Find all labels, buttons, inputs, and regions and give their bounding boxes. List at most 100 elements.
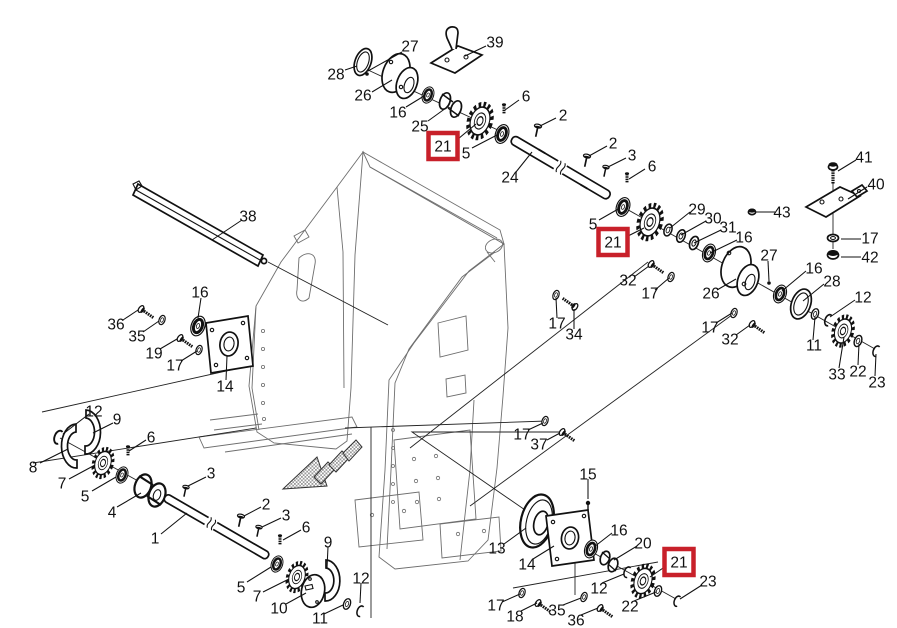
callout-6[interactable]: 6 [504, 89, 530, 111]
callout-9[interactable]: 9 [92, 412, 121, 434]
callout-29[interactable]: 29 [669, 202, 706, 229]
bolt-36 [135, 303, 157, 323]
callout-21-highlighted[interactable]: 21 [426, 123, 477, 162]
spacer-20 [599, 550, 619, 573]
callout-18[interactable]: 18 [506, 602, 538, 626]
callout-17[interactable]: 17 [548, 297, 566, 333]
callout-13[interactable]: 13 [488, 527, 527, 558]
callout-33[interactable]: 33 [828, 336, 846, 384]
callout-40[interactable]: 40 [847, 177, 885, 200]
callout-12[interactable]: 12 [829, 290, 872, 318]
callout-9[interactable]: 9 [324, 535, 333, 569]
callout-3[interactable]: 3 [261, 508, 291, 528]
callout-27[interactable]: 27 [760, 248, 778, 282]
callout-28[interactable]: 28 [802, 274, 841, 302]
callout-31[interactable]: 31 [693, 220, 737, 244]
callout-2[interactable]: 2 [539, 108, 567, 127]
callout-14[interactable]: 14 [216, 355, 234, 396]
callout-19[interactable]: 19 [145, 338, 178, 363]
callout-26[interactable]: 26 [702, 278, 737, 303]
callout-11[interactable]: 11 [806, 316, 822, 355]
callout-11[interactable]: 11 [312, 604, 344, 628]
callout-1[interactable]: 1 [151, 512, 188, 548]
callout-10[interactable]: 10 [270, 592, 307, 618]
callout-5[interactable]: 5 [589, 207, 621, 234]
callout-12[interactable]: 12 [62, 404, 103, 435]
shaft-24 [510, 135, 612, 200]
callout-42[interactable]: 42 [841, 250, 879, 267]
callout-5[interactable]: 5 [237, 566, 272, 597]
callout-leader-line [527, 422, 544, 431]
callout-leader-line [405, 95, 425, 108]
callout-12[interactable]: 12 [590, 573, 625, 598]
callout-7[interactable]: 7 [58, 464, 96, 493]
callout-14[interactable]: 14 [518, 545, 555, 574]
callout-35[interactable]: 35 [128, 320, 160, 346]
callout-32[interactable]: 32 [721, 324, 751, 349]
callout-8[interactable]: 8 [29, 448, 69, 477]
callout-17[interactable]: 17 [841, 231, 879, 248]
callout-label: 6 [302, 520, 311, 537]
callout-43[interactable]: 43 [756, 205, 791, 222]
callout-6[interactable]: 6 [128, 430, 155, 452]
callout-21-highlighted[interactable]: 21 [596, 226, 645, 258]
callout-28[interactable]: 28 [327, 65, 358, 84]
callout-36[interactable]: 36 [567, 607, 599, 628]
callout-4[interactable]: 4 [108, 492, 142, 522]
callout-30[interactable]: 30 [680, 211, 722, 236]
callout-35[interactable]: 35 [548, 597, 582, 620]
machine-frame-outline [198, 150, 509, 570]
callout-17[interactable]: 17 [487, 593, 521, 615]
callout-39[interactable]: 39 [464, 35, 504, 57]
callout-23[interactable]: 23 [868, 353, 886, 392]
callout-17[interactable]: 17 [641, 277, 670, 303]
callout-32[interactable]: 32 [619, 265, 650, 290]
callout-label: 41 [855, 150, 872, 167]
callout-2[interactable]: 2 [588, 136, 617, 157]
callout-38[interactable]: 38 [211, 209, 257, 241]
callout-6[interactable]: 6 [628, 159, 656, 180]
callout-36[interactable]: 36 [107, 309, 139, 334]
callout-leader-line [802, 283, 825, 302]
callout-5[interactable]: 5 [462, 134, 498, 163]
callout-17[interactable]: 17 [166, 350, 198, 375]
callout-leader-line [613, 545, 638, 561]
callout-label: 3 [282, 508, 291, 525]
callout-label: 35 [128, 329, 145, 346]
callout-41[interactable]: 41 [837, 150, 873, 172]
callout-label: 3 [207, 466, 216, 483]
callout-16[interactable]: 16 [709, 230, 753, 254]
callout-leader-line [246, 566, 272, 583]
callout-23[interactable]: 23 [679, 574, 717, 600]
callout-label: 42 [861, 250, 878, 267]
callout-12[interactable]: 12 [352, 571, 370, 604]
callout-label: 36 [567, 613, 584, 628]
callout-6[interactable]: 6 [282, 520, 311, 541]
callout-25[interactable]: 25 [411, 107, 447, 136]
callout-24[interactable]: 24 [501, 151, 533, 187]
callout-22[interactable]: 22 [849, 343, 867, 381]
callout-17[interactable]: 17 [513, 422, 544, 444]
callout-17[interactable]: 17 [701, 312, 733, 337]
callout-label: 19 [145, 346, 162, 363]
callout-16[interactable]: 16 [191, 285, 209, 319]
callout-27[interactable]: 27 [367, 39, 419, 72]
callout-7[interactable]: 7 [253, 578, 290, 606]
callout-26[interactable]: 26 [354, 79, 393, 105]
callout-16[interactable]: 16 [781, 261, 823, 292]
callout-21-highlighted[interactable]: 21 [649, 546, 696, 578]
callout-3[interactable]: 3 [187, 466, 216, 487]
callout-34[interactable]: 34 [565, 309, 583, 344]
callout-15[interactable]: 15 [579, 467, 597, 500]
callout-37[interactable]: 37 [530, 432, 561, 454]
callout-2[interactable]: 2 [243, 497, 270, 517]
callout-label: 22 [621, 599, 638, 616]
callout-5[interactable]: 5 [81, 476, 117, 506]
callout-22[interactable]: 22 [621, 591, 657, 616]
callout-leader-line [580, 607, 599, 616]
callout-3[interactable]: 3 [607, 148, 637, 168]
callout-16[interactable]: 16 [389, 95, 425, 122]
callout-16[interactable]: 16 [593, 523, 628, 548]
callout-20[interactable]: 20 [613, 536, 652, 561]
callout-label: 3 [628, 148, 637, 165]
